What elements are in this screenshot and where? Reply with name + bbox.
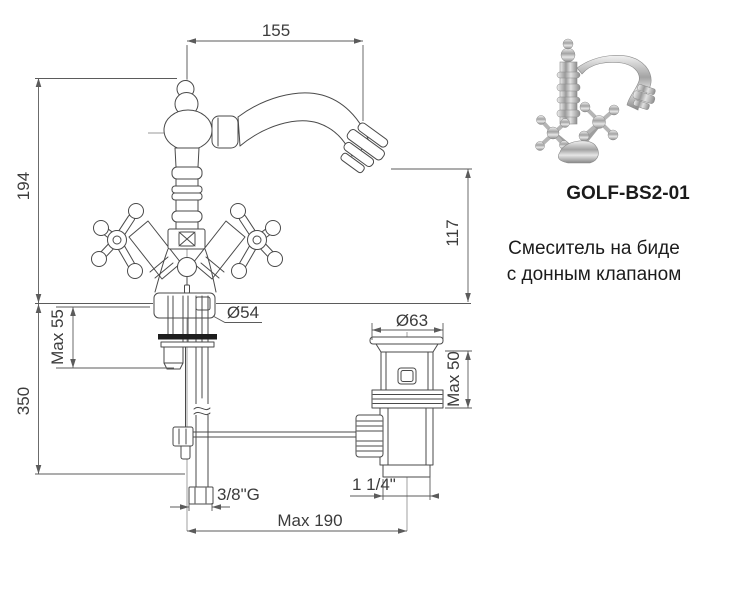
- product-description-line1: Смеситель на биде: [508, 238, 680, 259]
- dim-deck-max-label: Max 55: [48, 309, 67, 365]
- drain-assembly: [355, 336, 444, 478]
- overflow-hole: [397, 367, 417, 385]
- dim-drain-body-max-label: Max 50: [444, 351, 463, 407]
- pipe-break: [193, 404, 211, 416]
- dim-spout-reach: 155: [186, 21, 364, 121]
- supply-connector: [188, 486, 214, 505]
- threaded-shank: [158, 295, 217, 488]
- photo-finial: [560, 47, 576, 63]
- dim-supply-thread: 3/8"G: [170, 485, 260, 511]
- drain-flange: [369, 336, 444, 345]
- dim-base-diameter-label: Ø54: [227, 303, 259, 322]
- dim-drain-thread: 1 1/4": [350, 468, 439, 500]
- product-code: GOLF-BS2-01: [566, 183, 690, 204]
- popup-rod: [172, 346, 194, 460]
- body-column: [163, 80, 239, 231]
- photo-base: [557, 140, 599, 164]
- dim-supply-length: 350: [14, 304, 185, 475]
- product-photo: [535, 38, 656, 164]
- photo-handle-left: [535, 115, 570, 151]
- faucet-side-view: [91, 80, 389, 319]
- dim-base-diameter: Ø54: [212, 303, 262, 323]
- dim-deck-max: Max 55: [48, 306, 174, 369]
- dim-centers-max-label: Max 190: [277, 511, 342, 530]
- popup-knob: [177, 257, 197, 294]
- dim-drain-thread-label: 1 1/4": [352, 475, 396, 494]
- dim-spout-reach-label: 155: [262, 21, 290, 40]
- spout: [237, 92, 389, 174]
- photo-aerator: [632, 84, 656, 110]
- cross-handle-right: [230, 203, 283, 279]
- product-description: Смеситель на биде с донным клапаном: [478, 236, 710, 288]
- dim-centers-max: Max 190: [187, 511, 407, 534]
- dim-supply-thread-label: 3/8"G: [217, 485, 260, 504]
- cross-handle-left: [91, 203, 144, 279]
- dim-drain-body-max: Max 50: [444, 350, 472, 409]
- product-description-line2: с донным клапаном: [506, 264, 682, 285]
- dim-spout-height: 194: [14, 78, 177, 303]
- dim-spout-height-label: 194: [14, 172, 33, 200]
- rubber-gasket: [158, 334, 217, 340]
- handle-left: [91, 203, 182, 280]
- dim-drain-diameter-label: Ø63: [396, 311, 428, 330]
- handle-right: [192, 203, 283, 280]
- below-deck-assembly: [158, 295, 411, 505]
- diverter-block: [167, 228, 206, 250]
- dim-drain-diameter: Ø63: [371, 311, 444, 340]
- dim-supply-length-label: 350: [14, 387, 33, 415]
- photo-handle-right: [578, 101, 620, 142]
- aerator: [340, 122, 389, 174]
- drain-body: [379, 407, 434, 466]
- photo-spout: [576, 55, 652, 111]
- dim-outlet-height-label: 117: [443, 219, 462, 246]
- faucet-base: [153, 248, 217, 319]
- dim-outlet-height: 117: [391, 168, 472, 302]
- knurled-nut: [355, 414, 384, 458]
